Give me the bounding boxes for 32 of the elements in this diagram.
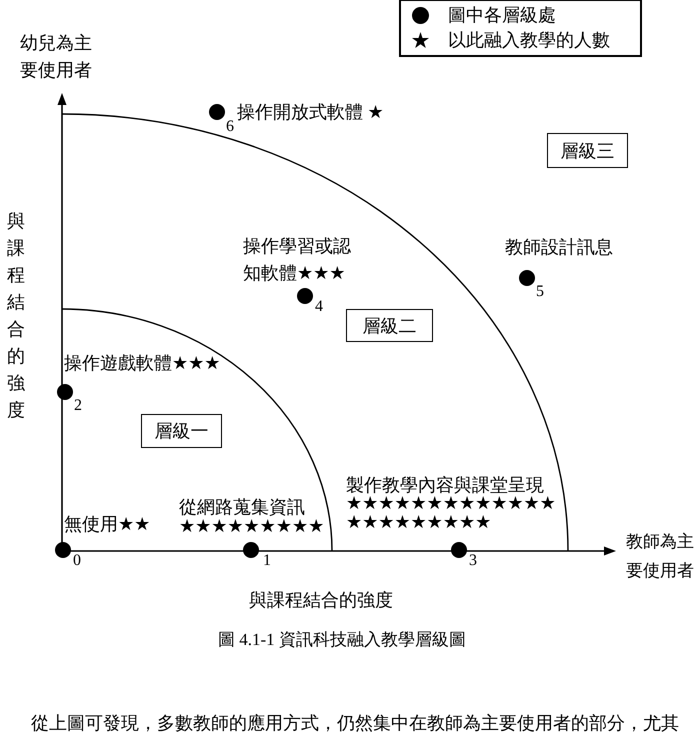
point-number: 2 xyxy=(74,396,82,416)
point-label: 製作教學內容與課堂呈現★★★★★★★★★★★★★★★★★★★★★★ xyxy=(346,476,556,531)
level-box: 層級三 xyxy=(547,133,628,168)
dot-icon xyxy=(55,542,71,558)
figure-caption: 圖 4.1-1 資訊科技融入教學層級圖 xyxy=(218,629,466,651)
point-number: 0 xyxy=(73,551,81,571)
dot-icon xyxy=(209,104,225,120)
dot-icon xyxy=(519,270,535,286)
dot-icon xyxy=(57,384,73,400)
point-number: 5 xyxy=(536,282,544,302)
level-box: 層級二 xyxy=(346,309,433,342)
axis-title: 幼兒為主要使用者 xyxy=(20,32,92,82)
point-number: 1 xyxy=(263,551,271,571)
axis-title: 與課程結合的強度 xyxy=(7,210,25,422)
level-box: 層級一 xyxy=(141,414,222,448)
point-label: 操作遊戲軟體★★★ xyxy=(64,352,220,374)
legend-label: 圖中各層級處 xyxy=(448,4,556,26)
point-number: 4 xyxy=(315,297,323,317)
point-label: 教師設計訊息 xyxy=(505,236,613,258)
axis-title: 與課程結合的強度 xyxy=(249,589,393,611)
dot-icon xyxy=(297,288,313,304)
point-label: 操作開放式軟體 ★ xyxy=(237,101,384,123)
point-number: 6 xyxy=(226,117,234,137)
axis-title: 教師為主要使用者 xyxy=(626,530,694,582)
legend-label: 以此融入教學的人數 xyxy=(448,29,610,51)
point-number: 3 xyxy=(469,551,477,571)
dot-icon xyxy=(243,542,259,558)
dot-icon xyxy=(451,542,467,558)
point-label: 從網路蒐集資訊★★★★★★★★★ xyxy=(179,498,324,536)
point-label: 操作學習或認知軟體★★★ xyxy=(243,234,351,284)
body-paragraph: 從上圖可發現，多數教師的應用方式，仍然集中在教師為主要使用者的部分，尤其 xyxy=(31,712,679,734)
point-label: 無使用★★ xyxy=(64,513,150,535)
